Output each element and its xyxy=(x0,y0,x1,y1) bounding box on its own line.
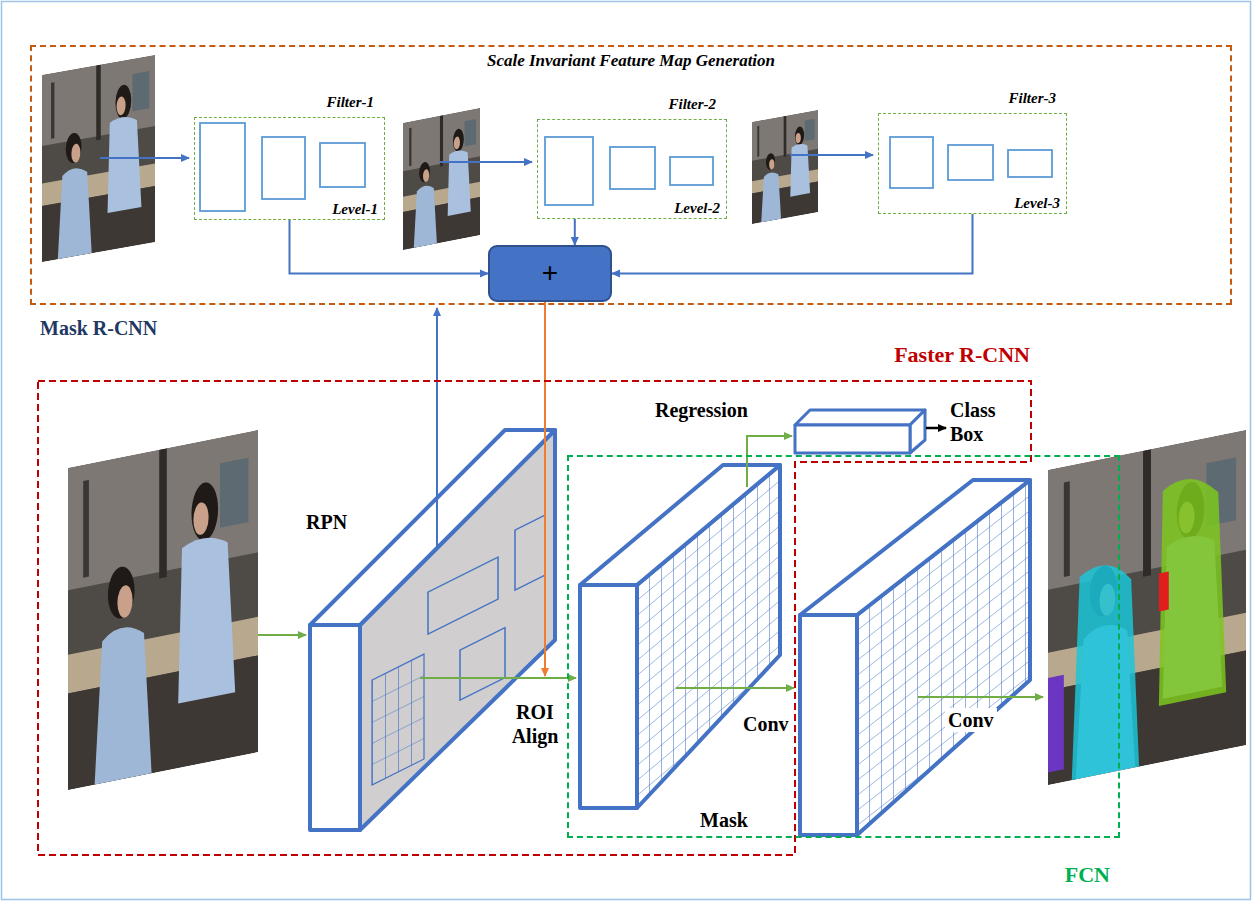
step-label: Conv xyxy=(740,712,792,736)
feature-arrow xyxy=(544,300,546,676)
sum-box: + xyxy=(488,245,612,302)
conv-block xyxy=(580,465,780,808)
output-arrow xyxy=(926,427,946,430)
scaled-photo xyxy=(403,108,480,250)
flow-arrow xyxy=(676,687,794,689)
filter-rect xyxy=(948,145,993,180)
feature-map-panel: Scale Invariant Feature Map GenerationFi… xyxy=(30,45,1232,305)
filter-rect xyxy=(1008,150,1052,177)
drawing-part xyxy=(800,615,857,835)
drawing-part xyxy=(580,465,780,585)
drawing-part xyxy=(372,654,424,785)
filter-rect xyxy=(320,143,365,187)
node-title: + xyxy=(542,259,558,287)
section-label: Mask R-CNN xyxy=(40,316,157,340)
node-title: Filter-3 xyxy=(1009,90,1057,107)
photo-arrow xyxy=(440,161,532,163)
region-outline xyxy=(38,381,1031,855)
part-label: Mask xyxy=(700,808,748,832)
photo-arrow xyxy=(100,157,189,159)
filter-box: Filter-3Level-3 xyxy=(878,113,1067,214)
node-title: Filter-2 xyxy=(669,96,717,113)
drawing-part xyxy=(580,585,637,808)
input-image xyxy=(68,430,258,790)
scaled-photo xyxy=(752,110,818,224)
node-subtitle: Level-1 xyxy=(332,201,378,218)
filter-rect xyxy=(200,123,245,211)
step-label: Regression xyxy=(655,398,748,422)
region-outline xyxy=(37,380,1032,856)
flow-connector xyxy=(612,214,973,274)
node-subtitle: Level-3 xyxy=(1014,195,1060,212)
node-title: FCN xyxy=(1065,862,1110,888)
flow-arrow xyxy=(747,436,792,487)
drawing-part xyxy=(795,425,910,453)
node-title: Faster R-CNN xyxy=(894,342,1030,368)
flow-connector xyxy=(290,220,489,274)
rpn-grid xyxy=(372,654,424,785)
segmented-output xyxy=(1048,430,1246,785)
filter-rect xyxy=(890,137,933,188)
flow-arrow xyxy=(258,634,306,636)
block-front xyxy=(310,625,360,830)
node-subtitle: Level-2 xyxy=(674,200,720,217)
drawing-part xyxy=(795,410,925,425)
filter-rect xyxy=(545,137,593,205)
regression-box xyxy=(795,410,925,453)
output-label: Class Box xyxy=(950,398,1012,446)
drawing-part xyxy=(428,557,498,634)
drawing-part xyxy=(460,628,505,701)
step-label: ROI Align xyxy=(503,700,567,748)
filter-rect xyxy=(610,147,655,189)
block-label: RPN xyxy=(306,510,347,534)
flow-connector xyxy=(574,219,576,245)
rpn-block xyxy=(310,430,555,830)
flow-arrow xyxy=(420,677,576,679)
node-title: Filter-1 xyxy=(327,94,375,111)
region-box: Faster R-CNN xyxy=(37,380,1032,856)
conv-block xyxy=(800,480,1030,835)
drawing-part xyxy=(800,480,1030,615)
drawing-part xyxy=(515,515,545,590)
filter-rect xyxy=(670,157,713,185)
filter-box: Filter-1Level-1 xyxy=(194,117,385,220)
filter-rect xyxy=(262,137,305,199)
proposal-boxes xyxy=(428,515,545,700)
node-title: Scale Invariant Feature Map Generation xyxy=(32,51,1230,71)
photo-arrow xyxy=(790,154,873,156)
drawing-part xyxy=(910,410,925,453)
filter-levels xyxy=(200,123,1052,211)
rpn-arrow xyxy=(436,308,438,548)
step-label: Conv xyxy=(945,708,997,732)
filter-box: Filter-2Level-2 xyxy=(537,119,727,219)
flow-arrow xyxy=(918,696,1043,698)
region-box: FCN xyxy=(567,455,1120,838)
